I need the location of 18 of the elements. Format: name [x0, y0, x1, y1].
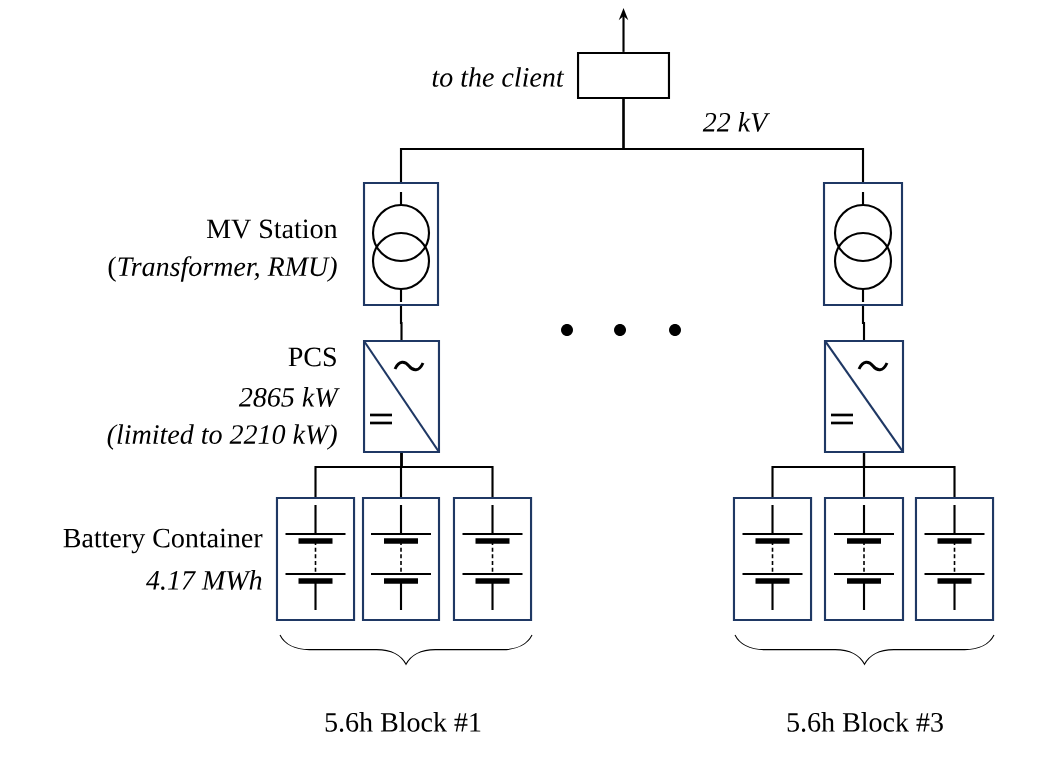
power-limit: (limited to 2210 kW) — [107, 424, 337, 450]
energy-rating: 4.17 MWh — [146, 570, 262, 590]
power-rating: 2865 kW — [238, 387, 340, 407]
block-label: 5.6h Block #1 — [325, 712, 481, 732]
station-label: MV Station — [206, 219, 338, 239]
converter-box — [823, 339, 905, 453]
voltage-label: 22 kV — [702, 112, 770, 132]
converter-label: PCS — [288, 347, 336, 367]
container-label: Battery Container — [63, 528, 263, 554]
block-label: 5.6h Block #3 — [787, 712, 943, 732]
transformer-box — [822, 181, 904, 307]
battery-box — [914, 496, 995, 622]
battery-box — [732, 496, 813, 622]
battery-box — [361, 496, 441, 622]
client-label: to the client — [432, 67, 565, 87]
battery-box — [452, 496, 533, 622]
battery-box — [823, 496, 905, 622]
station-note: (Transformer, RMU) — [108, 256, 337, 282]
